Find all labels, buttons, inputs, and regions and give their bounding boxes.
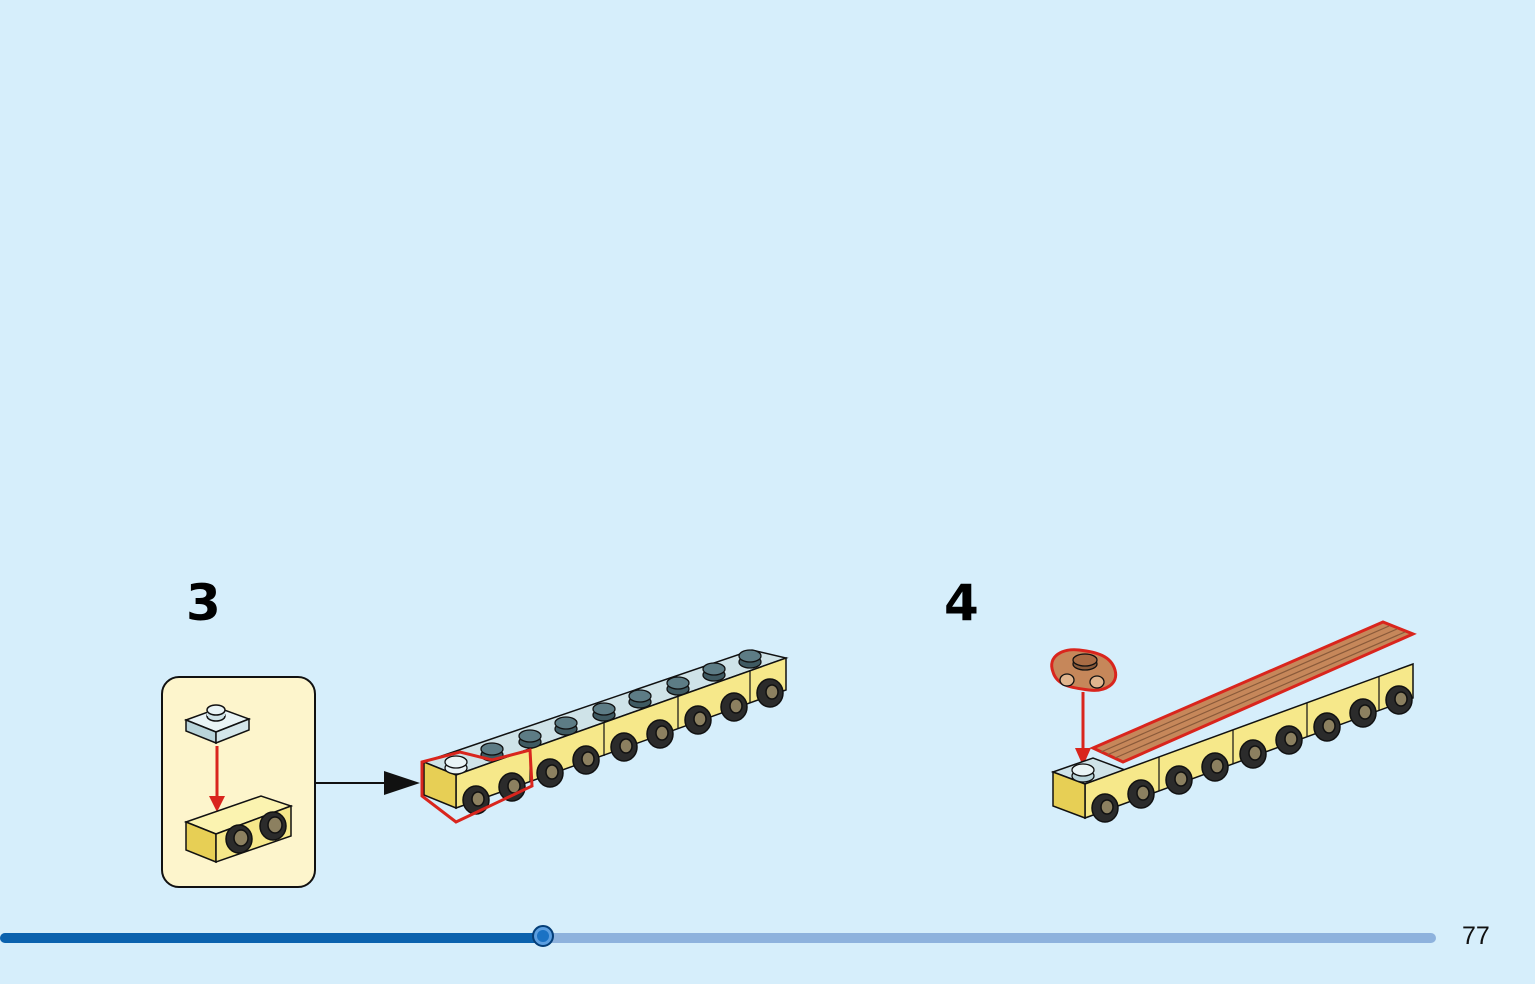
step-3-assembly — [420, 649, 789, 824]
sub-assembly-illustration — [183, 704, 294, 864]
step-4-number: 4 — [944, 574, 979, 632]
page-number: 77 — [1462, 922, 1490, 950]
step-3-number: 3 — [186, 574, 221, 632]
progress-knob[interactable] — [531, 925, 554, 947]
instruction-progress-bar[interactable] — [0, 925, 1436, 947]
step-4-assembly — [1050, 620, 1417, 823]
arrow-right-icon — [316, 771, 420, 795]
progress-fill — [0, 933, 543, 943]
